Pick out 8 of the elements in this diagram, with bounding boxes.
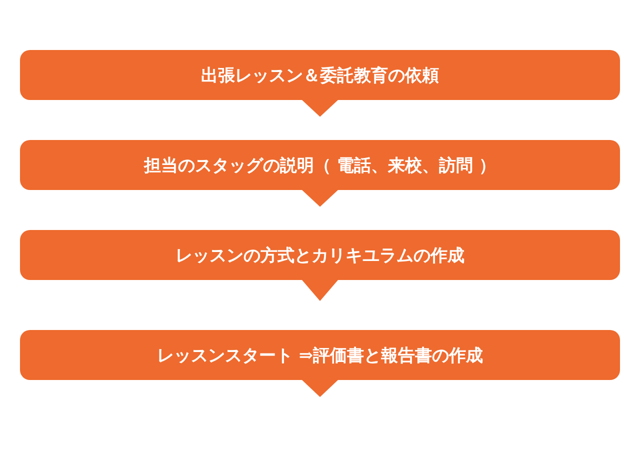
step-text: 担当のスタッグの説明（ 電話、来校、訪問 ）: [144, 154, 496, 176]
arrow: [302, 280, 338, 301]
arrow: [302, 100, 338, 117]
step-text: レッスンの方式とカリキユラムの作成: [176, 244, 464, 266]
arrow: [302, 190, 338, 207]
arrow: [302, 380, 338, 397]
step-text: レッスンスタート ⇒評価書と報告書の作成: [156, 344, 484, 366]
step-text: 出張レッスン＆委託教育の依頼: [201, 64, 439, 86]
